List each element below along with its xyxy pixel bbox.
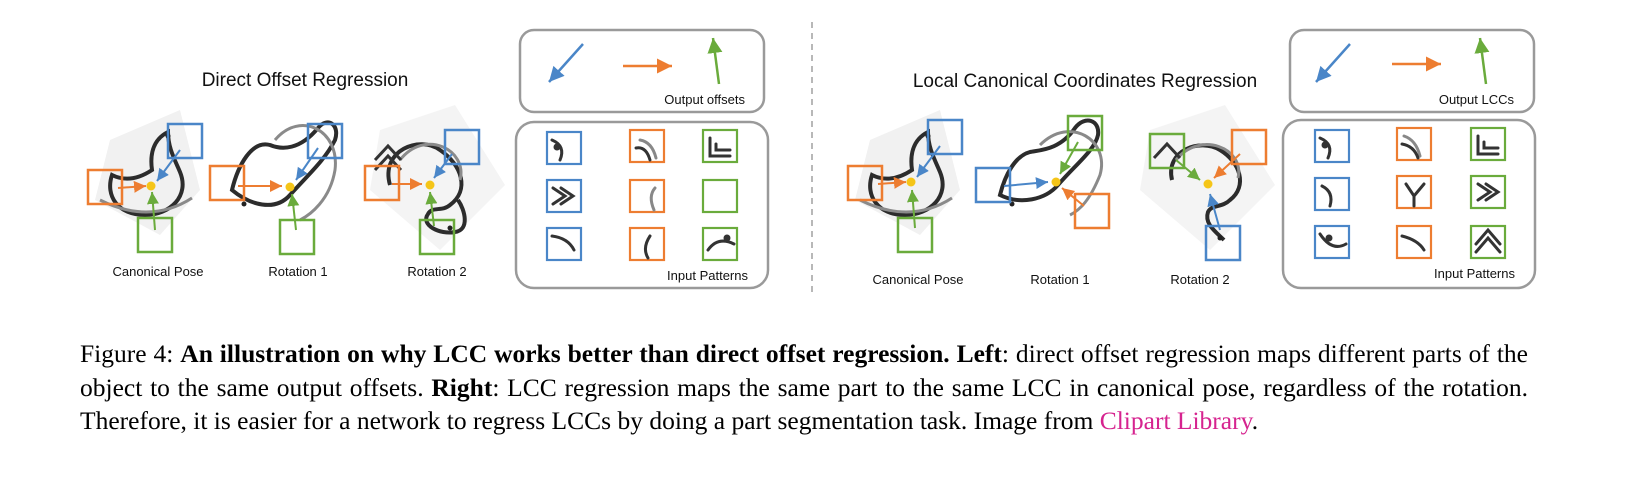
caption-right-text: : LCC regression maps the same part to t… (80, 372, 1528, 436)
part-box-orange (1073, 192, 1111, 230)
center-dot (146, 181, 156, 191)
pose-label: Rotation 2 (407, 264, 466, 279)
left-output-label: Output offsets (664, 92, 745, 107)
left-output-blue-arrow (548, 43, 584, 83)
left-duck-rotation-1: Rotation 1 (208, 120, 344, 279)
left-title: Direct Offset Regression (202, 70, 409, 91)
pose-label: Rotation 2 (1170, 272, 1229, 287)
part-box-green (1148, 132, 1186, 170)
left-panel: Direct Offset Regression Output offsets (86, 28, 770, 290)
center-dot (1203, 179, 1213, 189)
center-dot (906, 177, 916, 187)
duck-outline (997, 118, 1101, 203)
right-title: Local Canonical Coordinates Regression (913, 71, 1257, 92)
pattern-cell (545, 178, 583, 214)
left-duck-rotation-2: Rotation 2 (363, 105, 505, 279)
right-output-box (1288, 28, 1536, 114)
pattern-cell (628, 178, 666, 214)
part-box-orange (208, 164, 246, 202)
right-output-blue-arrow (1315, 43, 1351, 83)
pattern-cell (1395, 174, 1433, 210)
pattern-cell (1313, 176, 1351, 212)
pattern-cell (701, 226, 739, 262)
right-duck-rotation-1: Rotation 1 (974, 114, 1111, 287)
right-duck-canonical: Canonical Pose (846, 110, 964, 287)
caption-bold-title: An illustration on why LCC works better … (180, 339, 950, 368)
pose-label: Canonical Pose (872, 272, 963, 287)
part-box-green (418, 218, 456, 256)
part-box-green (278, 218, 316, 256)
wing-mark (1152, 141, 1182, 160)
pattern-cell (701, 128, 739, 164)
right-output-label: Output LCCs (1439, 92, 1515, 107)
caption-left-text: : direct offset regression maps differen… (80, 339, 1528, 402)
part-box-orange (1230, 128, 1268, 166)
pattern-cell (1395, 224, 1433, 260)
pattern-cell (1469, 224, 1507, 260)
part-box-blue (166, 122, 204, 160)
center-dot (285, 182, 295, 192)
pose-label: Rotation 1 (268, 264, 327, 279)
figure-illustration: Direct Offset Regression Output offsets (86, 22, 1537, 292)
part-box-blue (443, 128, 481, 166)
pattern-cell (628, 128, 666, 164)
pattern-cell (701, 178, 739, 214)
part-box-blue (926, 118, 964, 156)
duck-outline (868, 128, 945, 218)
duck-outline (229, 120, 339, 207)
left-pattern-grid (545, 128, 739, 262)
right-pattern-marks (1318, 134, 1502, 254)
center-dot (1051, 177, 1061, 187)
center-dot (425, 180, 435, 190)
pose-label: Canonical Pose (112, 264, 203, 279)
part-box-blue (1204, 224, 1242, 262)
pose-label: Rotation 1 (1030, 272, 1089, 287)
left-output-green-arrow (707, 37, 723, 85)
pattern-cell (1469, 174, 1507, 210)
pattern-cell (1313, 128, 1351, 164)
pattern-cell (1469, 126, 1507, 162)
left-duck-canonical: Canonical Pose (86, 110, 204, 279)
pattern-cell (545, 226, 583, 262)
right-pattern-grid (1313, 126, 1507, 260)
right-panel: Local Canonical Coordinates Regression O… (846, 28, 1537, 290)
clipart-library-link[interactable]: Clipart Library (1099, 406, 1252, 435)
pattern-cell (1395, 126, 1433, 162)
left-pattern-marks (550, 136, 736, 260)
caption-right-label: Right (431, 372, 493, 402)
left-input-label: Input Patterns (667, 268, 748, 283)
caption-left-label: Left (956, 339, 1002, 368)
figure-caption: Figure 4: An illustration on why LCC wor… (80, 337, 1528, 438)
left-input-box (514, 120, 770, 290)
right-duck-rotation-2: Rotation 2 (1140, 105, 1275, 287)
pattern-cell (628, 226, 666, 262)
duck-shadow (1140, 105, 1275, 250)
right-output-green-arrow (1474, 37, 1490, 85)
caption-suffix: . (1251, 406, 1259, 435)
pattern-cell (545, 130, 583, 166)
part-box-blue (306, 122, 344, 160)
caption-prefix: Figure 4: (80, 339, 174, 368)
pattern-cell (1313, 224, 1351, 260)
right-input-label: Input Patterns (1434, 266, 1515, 281)
right-input-box (1281, 118, 1537, 290)
part-box-green (1066, 114, 1104, 152)
left-output-box (518, 28, 766, 114)
